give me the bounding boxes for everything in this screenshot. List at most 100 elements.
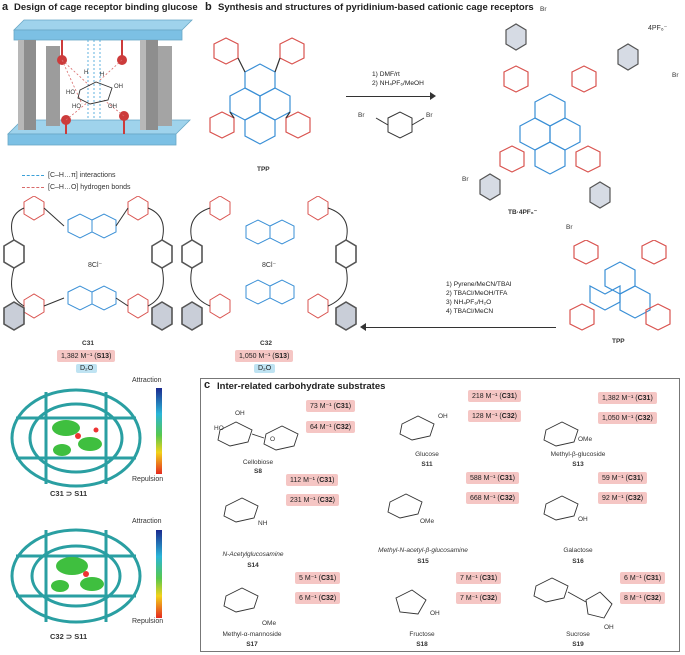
substrate-name: Methyl-α-mannoside: [222, 631, 282, 638]
scale-attraction-bottom: Attraction: [132, 518, 162, 525]
c31-binding-badge: 1,382 M⁻¹ (S13): [57, 350, 116, 362]
reagent-step: 4) TBACl/MeCN: [446, 308, 494, 315]
c32-binding-s13: 1,050 M⁻¹ (C32): [598, 412, 657, 424]
substrate-id: S14: [247, 562, 259, 569]
reagent-step: 1) Pyrene/MeCN/TBAI: [446, 281, 512, 288]
substrate-name: Fructose: [409, 631, 435, 638]
c31-binding-s16: 59 M⁻¹ (C31): [598, 472, 648, 484]
tpp-structure-bottom: [569, 240, 671, 331]
ch-o-swatch: [22, 186, 44, 188]
substrate-id: S18: [416, 641, 428, 648]
atom-label: OMe: [420, 518, 435, 525]
substrate-name: Methyl-β-glucoside: [550, 451, 606, 458]
reagent-step: 2) NH₄PF₆/MeOH: [372, 80, 424, 87]
ch-pi-swatch: [22, 174, 44, 176]
substrate-name: Glucose: [415, 451, 439, 458]
c32-binding-s16: 92 M⁻¹ (C32): [598, 492, 648, 504]
br-label: Br: [672, 72, 679, 79]
c32-binding-badge: 1,050 M⁻¹ (S13): [235, 350, 294, 362]
panel-a-label: a: [2, 1, 9, 13]
c32-binding-s17: 6 M⁻¹ (C32): [295, 592, 341, 604]
c32-binding-s18: 7 M⁻¹ (C32): [456, 592, 502, 604]
c32-binding-s15: 668 M⁻¹ (C32): [466, 492, 519, 504]
c31-binding-s14: 112 M⁻¹ (C31): [286, 474, 339, 486]
arrow-head-icon: [360, 323, 366, 331]
br-label: Br: [426, 112, 433, 119]
glucose-atom-label: H: [84, 70, 88, 76]
substrate-id: S8: [254, 468, 262, 475]
c31-binding-s18: 7 M⁻¹ (C31): [456, 572, 502, 584]
atom-label: HO: [214, 425, 224, 432]
dibromide-reagent: [375, 111, 425, 139]
c32-binding-s8: 64 M⁻¹ (C32): [306, 421, 356, 433]
glucose-atom-label: H: [100, 72, 104, 78]
glucose-atom-label: OH: [108, 104, 117, 110]
legend-ch-pi: [C–H…π] interactions: [48, 171, 116, 179]
tpp-label: TPP: [257, 166, 270, 173]
legend-ch-o: [C–H…O] hydrogen bonds: [48, 183, 131, 191]
atom-label: OMe: [578, 436, 593, 443]
c32-binding-s11: 128 M⁻¹ (C32): [468, 410, 521, 422]
model-bottom-label: C32 ⊃ S11: [50, 632, 88, 641]
panel-c-label: c: [204, 379, 211, 391]
cage-structures: [3, 196, 357, 331]
substrate-name: N-Acetylglucosamine: [222, 551, 284, 558]
reaction-arrow-top: [346, 96, 434, 97]
substrate-name: Cellobiose: [242, 459, 274, 466]
substrate-structures: [217, 415, 613, 619]
glucose-atom-label: HO: [72, 104, 81, 110]
reagent-step: 3) NH₄PF₆/H₂O: [446, 299, 492, 306]
atom-label: OH: [578, 516, 588, 523]
br-label: Br: [462, 176, 469, 183]
c31-counterion: 8Cl⁻: [88, 262, 103, 269]
substrate-id: S19: [572, 641, 584, 648]
panel-c-box: [200, 378, 680, 652]
molecular-models: [10, 388, 162, 624]
substrate-id: S15: [417, 558, 429, 565]
panel-a-title: Design of cage receptor binding glucose: [14, 2, 198, 13]
tpp-structure: [209, 37, 311, 145]
br-label: Br: [540, 6, 547, 13]
tb-product-structure: [479, 23, 639, 209]
substrate-name: Galactose: [563, 547, 593, 554]
reagent-step: 1) DMF/rt: [372, 71, 400, 78]
br-label: Br: [358, 112, 365, 119]
c31-binding-s13: 1,382 M⁻¹ (C31): [598, 392, 657, 404]
glucose-atom-label: OH: [114, 84, 123, 90]
atom-label: OMe: [262, 620, 277, 627]
panel-b-label: b: [205, 1, 212, 13]
panel-c-title: Inter-related carbohydrate substrates: [217, 381, 386, 392]
substrate-id: S16: [572, 558, 584, 565]
product-counterion: 4PF₆⁻: [648, 25, 668, 32]
atom-label: OH: [604, 624, 614, 631]
c31-binding-s19: 6 M⁻¹ (C31): [620, 572, 666, 584]
c31-solvent: D₂O: [76, 364, 98, 373]
atom-label: NH: [258, 520, 268, 527]
scale-repulsion-top: Repulsion: [132, 476, 164, 483]
substrate-id: S17: [246, 641, 258, 648]
c32-binding-s19: 8 M⁻¹ (C32): [620, 592, 666, 604]
reaction-arrow-bottom: [366, 327, 556, 328]
substrate-name: Methyl-N-acetyl-β-glucosamine: [378, 547, 468, 554]
product-label: TB·4PF₆⁻: [508, 209, 538, 216]
substrate-id: S11: [421, 461, 433, 468]
glucose-atom-label: HO: [66, 90, 75, 96]
c32-binding-s14: 231 M⁻¹ (C32): [286, 494, 339, 506]
reagent-step: 2) TBACl/MeOH/TFA: [446, 290, 508, 297]
model-top-label: C31 ⊃ S11: [50, 489, 88, 498]
cage-design-illustration: H H HO HO OH OH: [7, 19, 193, 146]
atom-label: OH: [430, 610, 440, 617]
c31-binding-s17: 5 M⁻¹ (C31): [295, 572, 341, 584]
scale-attraction-top: Attraction: [132, 377, 162, 384]
tpp-bottom-label: TPP: [612, 338, 625, 345]
atom-label: O: [270, 436, 276, 443]
br-label: Br: [566, 224, 573, 231]
scale-repulsion-bottom: Repulsion: [132, 618, 164, 625]
c31-binding-s11: 218 M⁻¹ (C31): [468, 390, 521, 402]
c31-binding-s15: 588 M⁻¹ (C31): [466, 472, 519, 484]
cage-c32-label: C32: [260, 340, 272, 347]
substrate-id: S13: [572, 461, 584, 468]
cage-c31-label: C31: [82, 340, 94, 347]
c32-solvent: D₂O: [254, 364, 276, 373]
substrate-name: Sucrose: [566, 631, 590, 638]
